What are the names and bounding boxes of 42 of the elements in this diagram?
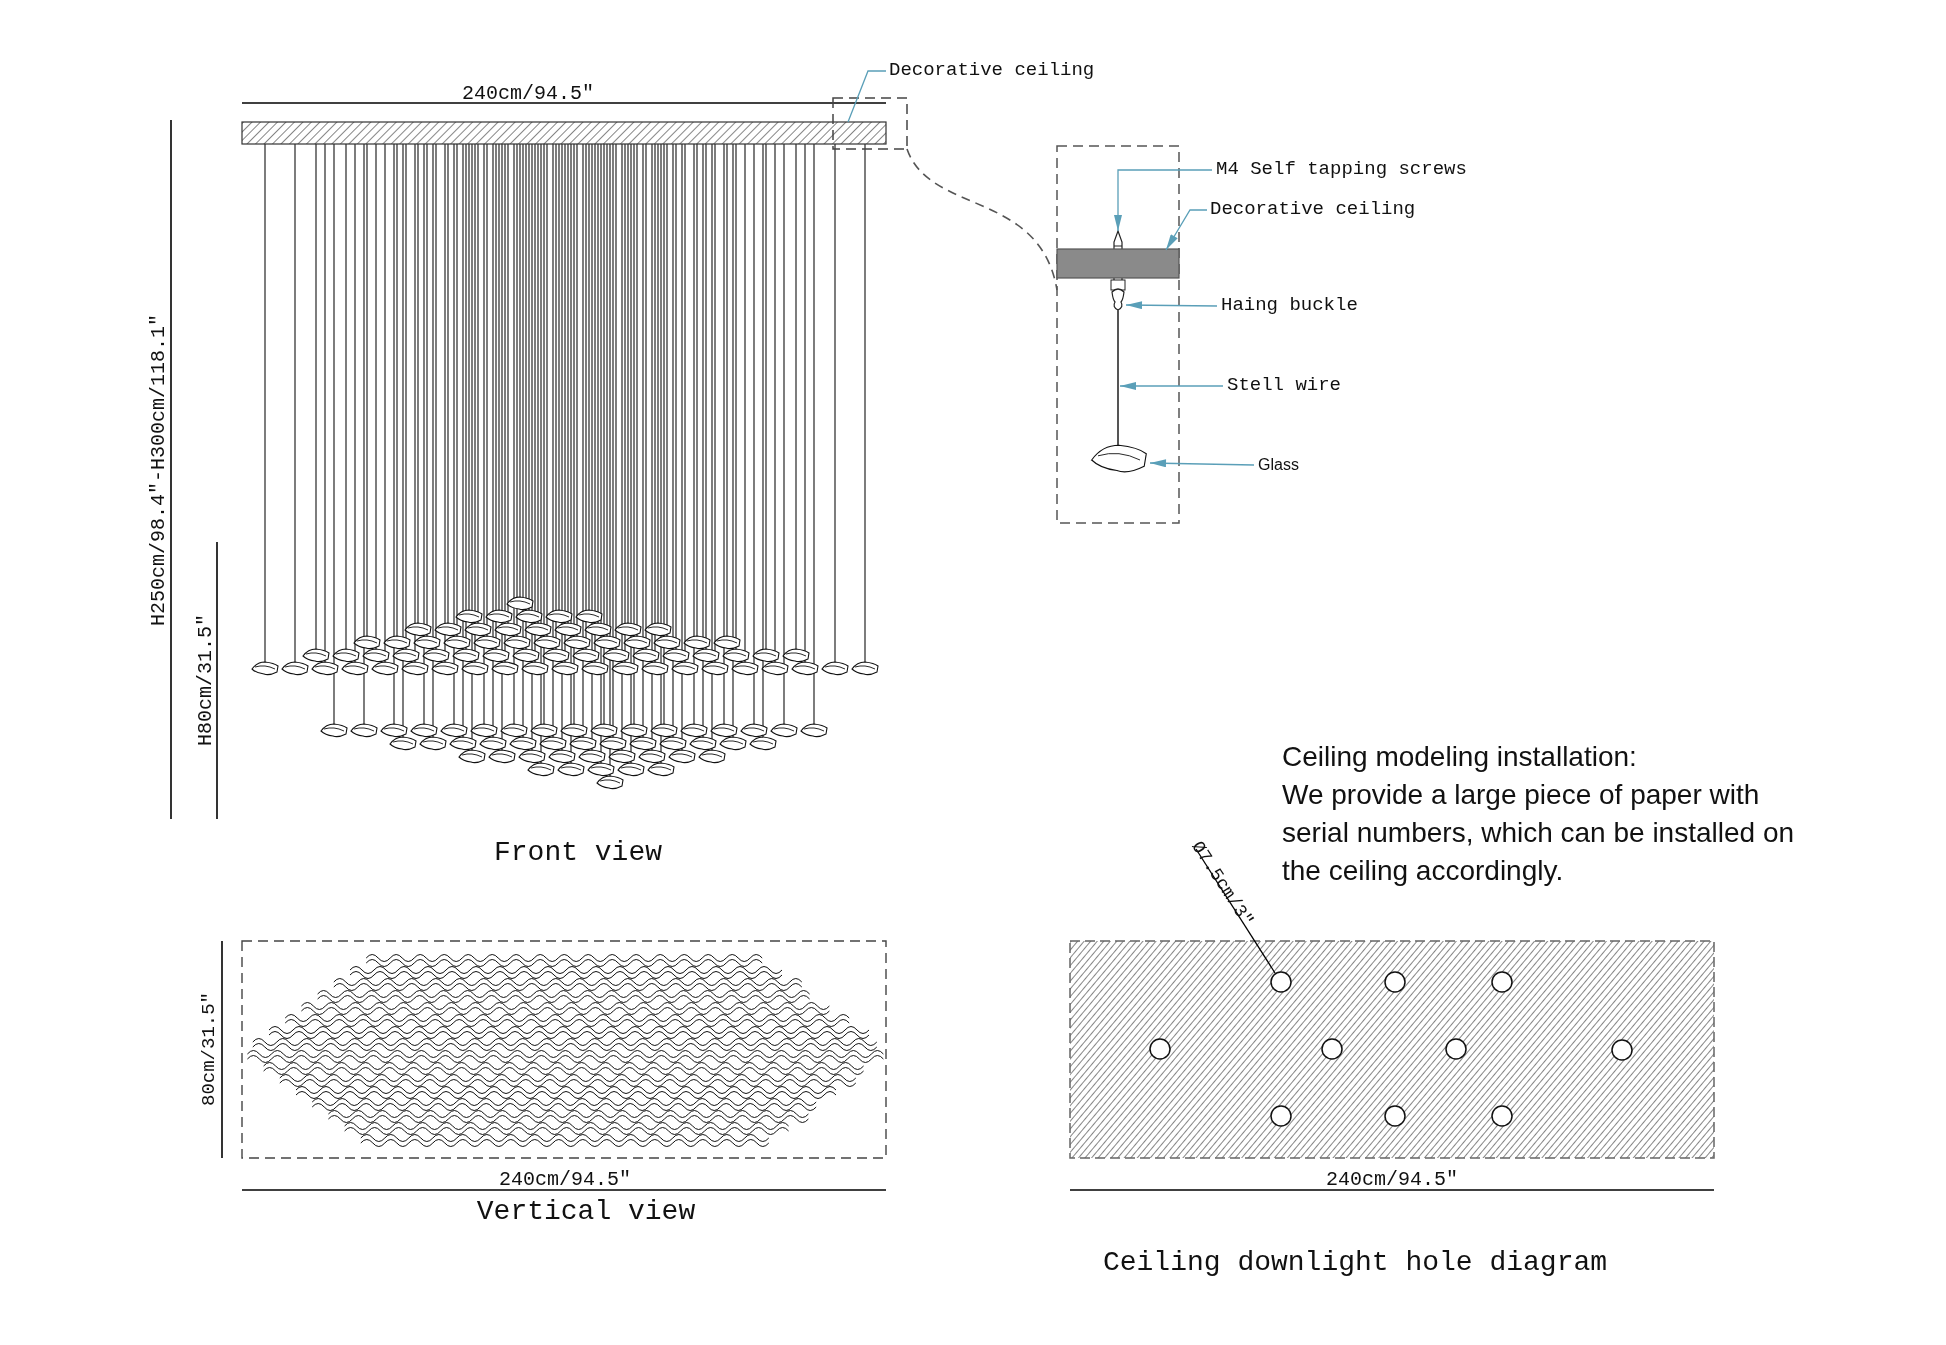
dimension-label: 240cm/94.5″: [462, 81, 594, 105]
leader-line: [1149, 459, 1255, 468]
dimension-label: 80cm/31.5″: [199, 992, 221, 1106]
buckle-drawing: [1110, 279, 1126, 311]
callout-label: Stell wire: [1227, 375, 1342, 397]
leader-line: [1195, 848, 1276, 974]
callout-frame: [832, 97, 908, 150]
ceiling-section: [1056, 248, 1180, 279]
callout-label: Haing buckle: [1221, 295, 1358, 317]
callout-label: M4 Self tapping screws: [1216, 159, 1467, 181]
dimension-label: 240cm/94.5″: [499, 1167, 631, 1191]
hole: [1611, 1039, 1633, 1061]
dimension-label: H80cm/31.5″: [193, 614, 217, 746]
leader-line: [847, 70, 887, 123]
callout-label: Decorative ceiling: [889, 60, 1095, 82]
leader-line: [1125, 301, 1218, 310]
glass-drawing: [1091, 444, 1147, 473]
hole: [1270, 1105, 1292, 1127]
note-heading: Ceiling modeling installation:: [1282, 740, 1637, 774]
ceiling-plate: [1069, 940, 1715, 1159]
hole: [1491, 971, 1513, 993]
dimension-label: 240cm/94.5″: [1326, 1167, 1458, 1191]
hole: [1491, 1105, 1513, 1127]
hole: [1384, 1105, 1406, 1127]
hole: [1321, 1038, 1343, 1060]
ceiling-bar: [241, 121, 887, 145]
hole: [1270, 971, 1292, 993]
leader-line: [1119, 382, 1224, 390]
hole: [1149, 1038, 1171, 1060]
hole: [1384, 971, 1406, 993]
detail-frame: [1056, 145, 1180, 524]
leader-line: [1165, 209, 1208, 251]
callout-label: Glass: [1258, 455, 1299, 475]
view-title: Ceiling downlight hole diagram: [1102, 1246, 1608, 1280]
leader-line: [1114, 169, 1213, 232]
callout-label: Decorative ceiling: [1210, 199, 1416, 221]
view-title: Front view: [494, 836, 662, 870]
note-text: We provide a large piece of paper with serial numbers, which can be installed on the ceiling accordingly.: [1282, 778, 1796, 888]
view-title: Vertical view: [476, 1195, 696, 1229]
dimension-label: H250cm/98.4″-H300cm/118.1″: [146, 313, 170, 627]
hole: [1445, 1038, 1467, 1060]
detail-connector: [906, 148, 1058, 291]
